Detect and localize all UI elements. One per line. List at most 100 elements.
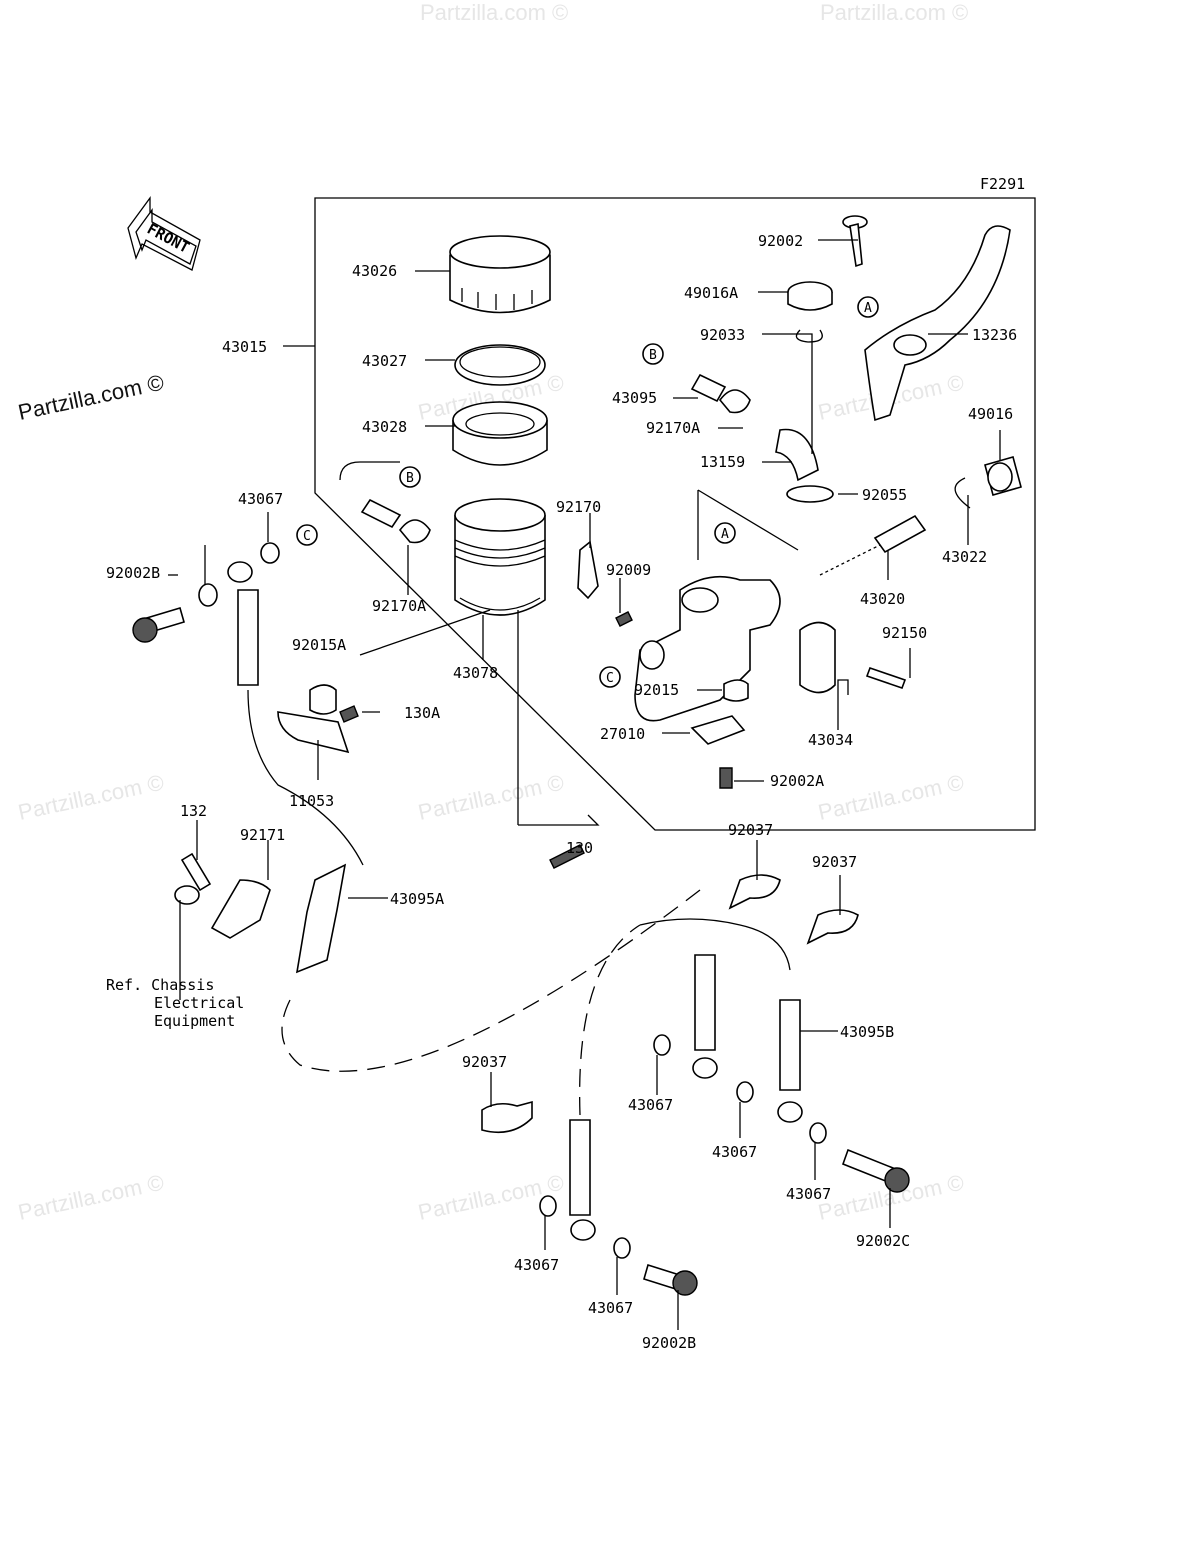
- part-label: 92002B: [106, 564, 160, 582]
- part-label: 13236: [972, 326, 1017, 344]
- svg-text:C: C: [606, 671, 614, 686]
- part-label: 92150: [882, 624, 927, 642]
- front-label: FRONT: [144, 220, 192, 257]
- marker-b-2: B: [399, 466, 421, 488]
- part-label: 27010: [600, 725, 645, 743]
- part-label: 92055: [862, 486, 907, 504]
- e-clip: [954, 477, 971, 509]
- part-label: 43015: [222, 338, 267, 356]
- banjo-fitting: [806, 909, 859, 945]
- marker-a-1: A: [857, 296, 879, 318]
- reference-note-line: Ref. Chassis: [106, 976, 214, 994]
- bushing: [984, 456, 1022, 496]
- part-label: 92009: [606, 561, 651, 579]
- part-label: 130: [566, 839, 593, 857]
- part-label: 43067: [238, 490, 283, 508]
- diaphragm: [452, 401, 548, 466]
- watermark: Partzilla.com ©: [16, 1170, 166, 1225]
- part-label: 92170A: [372, 597, 426, 615]
- marker-c-2: C: [599, 666, 621, 688]
- part-label: 92002A: [770, 772, 824, 790]
- part-label: 43020: [860, 590, 905, 608]
- bracket: [577, 540, 599, 600]
- part-label: 43067: [628, 1096, 673, 1114]
- part-label: 92002: [758, 232, 803, 250]
- marker-c-1: C: [296, 524, 318, 546]
- o-ring: [786, 485, 834, 503]
- screw: [339, 705, 359, 723]
- washer: [809, 1122, 827, 1144]
- washer: [539, 1195, 557, 1217]
- part-label: 43078: [453, 664, 498, 682]
- watermark: Partzilla.com ©: [816, 770, 966, 825]
- washer: [613, 1237, 631, 1259]
- diagram-code: F2291: [980, 175, 1025, 193]
- leader-lines: [168, 239, 1001, 1330]
- part-label: 92002B: [642, 1334, 696, 1352]
- washer: [260, 542, 280, 564]
- part-label: 92015A: [292, 636, 346, 654]
- hose-fitting: [775, 428, 819, 482]
- part-label: 11053: [289, 792, 334, 810]
- reservoir-cap: [449, 235, 551, 314]
- master-cylinder: [634, 575, 781, 722]
- lower-hose-right: [639, 918, 803, 1123]
- marker-b-1: B: [642, 343, 664, 365]
- reference-note-line: Electrical: [154, 994, 244, 1012]
- svg-text:A: A: [864, 301, 872, 316]
- part-label: 43022: [942, 548, 987, 566]
- part-label: 43095: [612, 389, 657, 407]
- banjo-bolt-head: [132, 617, 158, 643]
- watermark: Partzilla.com ©: [16, 770, 166, 825]
- banjo-bolt-head: [672, 1270, 698, 1296]
- part-label: 132: [180, 802, 207, 820]
- part-label: 92171: [240, 826, 285, 844]
- reservoir-hose: [339, 373, 727, 529]
- part-label: 92002C: [856, 1232, 910, 1250]
- part-label: 92037: [462, 1053, 507, 1071]
- lower-hose-left: [569, 924, 641, 1241]
- watermark: Partzilla.com ©: [420, 0, 568, 25]
- part-label: 43028: [362, 418, 407, 436]
- part-label: 13159: [700, 453, 745, 471]
- part-label: 92037: [728, 821, 773, 839]
- part-label: 43034: [808, 731, 853, 749]
- part-label: 49016A: [684, 284, 738, 302]
- banjo-fitting: [728, 874, 781, 910]
- banjo-bolt-head: [884, 1167, 910, 1193]
- part-label: 130A: [404, 704, 440, 722]
- part-label: 92037: [812, 853, 857, 871]
- part-label: 92033: [700, 326, 745, 344]
- assembly-box: [314, 197, 1036, 831]
- svg-text:B: B: [649, 348, 657, 363]
- watermark: Partzilla.com ©: [416, 770, 566, 825]
- reference-note: Ref. Chassis Electrical Equipment: [106, 976, 244, 1030]
- part-label: 92015: [634, 681, 679, 699]
- part-labels: 43026 43027 43028 43015 92002 49016A 920…: [106, 232, 1017, 1352]
- part-label: 49016: [968, 405, 1013, 423]
- collar: [723, 679, 749, 702]
- pivot-bolt: [842, 215, 868, 268]
- front-arrow-icon: FRONT: [127, 196, 201, 271]
- piston-assembly: [819, 514, 927, 576]
- part-label: 43067: [712, 1143, 757, 1161]
- chassis-bracket: [174, 852, 271, 939]
- diaphragm-plate: [454, 344, 546, 386]
- banjo-fitting: [481, 1100, 533, 1134]
- clutch-switch: [690, 715, 746, 745]
- part-label: 43027: [362, 352, 407, 370]
- stay-bracket: [277, 711, 350, 754]
- clamp-bolt: [865, 666, 907, 690]
- screw: [549, 844, 585, 869]
- part-label: 43095A: [390, 890, 444, 908]
- part-label: 43067: [786, 1185, 831, 1203]
- collar: [309, 684, 337, 715]
- washer: [198, 583, 218, 607]
- reference-note-line: Equipment: [154, 1012, 235, 1030]
- clutch-lever: [864, 225, 1011, 422]
- screw: [615, 611, 633, 627]
- svg-text:A: A: [721, 527, 729, 542]
- part-label: 43095B: [840, 1023, 894, 1041]
- washer: [653, 1034, 671, 1056]
